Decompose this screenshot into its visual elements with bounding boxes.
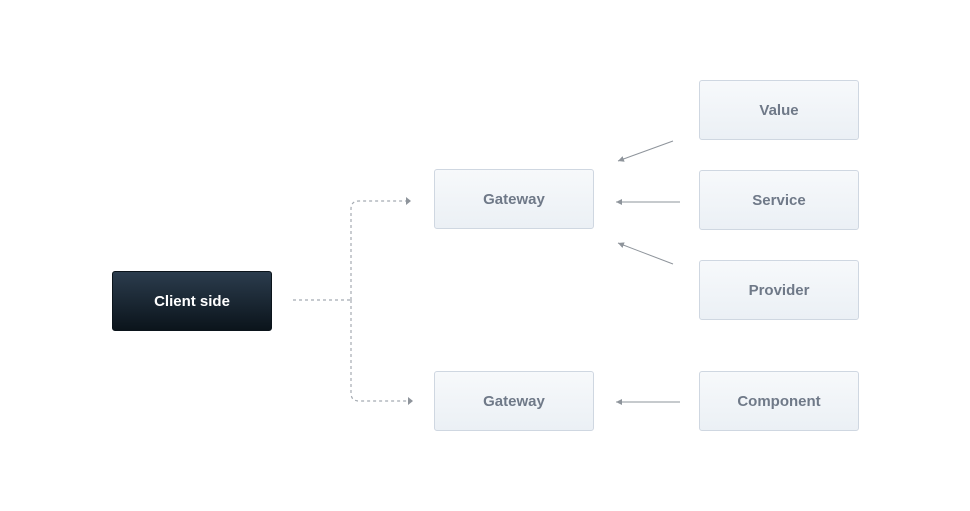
provider-node: Provider [699, 260, 859, 320]
dashed-arrowhead-gateway-1 [406, 197, 411, 205]
gateway-node-bottom: Gateway [434, 371, 594, 431]
value-label: Value [759, 101, 799, 119]
dashed-edge-to-gateway-1 [350, 200, 406, 300]
arrow-value-to-gateway [617, 140, 674, 162]
gateway-label: Gateway [483, 190, 545, 208]
component-label: Component [737, 392, 821, 410]
provider-label: Provider [748, 281, 810, 299]
client-side-label: Client side [154, 292, 230, 310]
gateway-label: Gateway [483, 392, 545, 410]
dashed-arrowhead-gateway-2 [408, 397, 413, 405]
service-label: Service [752, 191, 806, 209]
service-node: Service [699, 170, 859, 230]
dashed-edge-to-gateway-2 [350, 300, 408, 402]
component-node: Component [699, 371, 859, 431]
arrow-provider-to-gateway [617, 242, 674, 265]
value-node: Value [699, 80, 859, 140]
gateway-node-top: Gateway [434, 169, 594, 229]
client-side-node: Client side [112, 271, 272, 331]
